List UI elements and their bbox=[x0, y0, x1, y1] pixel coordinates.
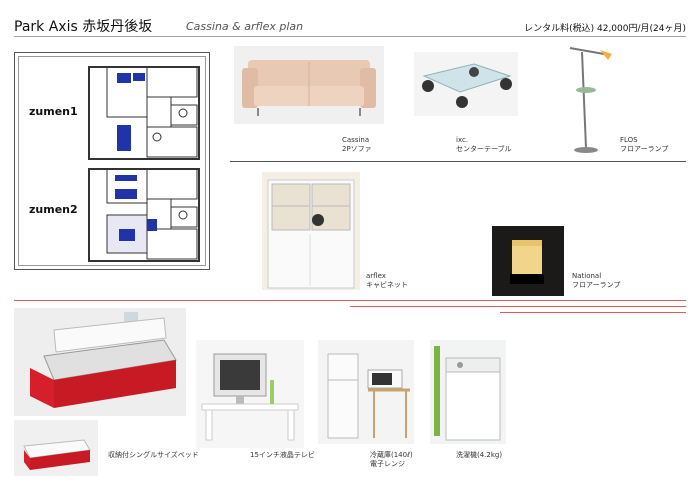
floorplan-label-1: zumen1 bbox=[29, 105, 78, 118]
center-table-image bbox=[414, 52, 518, 116]
floorplan-panel: zumen1 zumen2 bbox=[14, 52, 210, 270]
table-brand: ixc. bbox=[456, 136, 469, 144]
storage-bed-thumb bbox=[14, 420, 98, 476]
header-divider bbox=[14, 36, 686, 37]
fridge-microwave-image bbox=[318, 340, 414, 444]
table-name: センターテーブル bbox=[456, 145, 512, 153]
bed-name: 収納付シングルサイズベッド bbox=[108, 451, 199, 459]
national-lamp-image bbox=[492, 226, 564, 296]
floorplan-1 bbox=[88, 66, 200, 160]
section-divider-red-1 bbox=[14, 300, 686, 301]
floorplan-2 bbox=[88, 168, 200, 262]
plan-subtitle: Cassina & arflex plan bbox=[186, 20, 304, 33]
floorplan-label-2: zumen2 bbox=[29, 203, 78, 216]
middle-divider bbox=[230, 161, 686, 162]
cabinet-image bbox=[262, 172, 360, 290]
rental-price: レンタル料(税込) 42,000円/月(24ヶ月) bbox=[524, 24, 686, 34]
lcd-tv-image bbox=[196, 340, 304, 448]
sofa-name: 2Pソファ bbox=[342, 145, 372, 153]
section-divider-red-3 bbox=[500, 312, 686, 313]
flos-lamp-image bbox=[569, 47, 612, 153]
washing-machine-image bbox=[430, 340, 506, 444]
microwave-name: 電子レンジ bbox=[370, 460, 405, 468]
flos-brand: FLOS bbox=[620, 136, 638, 144]
sofa-image bbox=[234, 46, 384, 124]
page-title: Park Axis 赤坂丹後坂 bbox=[14, 19, 153, 35]
cabinet-name: キャビネット bbox=[366, 281, 408, 289]
section-divider-red-2 bbox=[350, 306, 686, 307]
storage-bed-image bbox=[14, 308, 186, 416]
cabinet-brand: arflex bbox=[366, 272, 386, 280]
washer-name: 洗濯機(4.2kg) bbox=[456, 451, 503, 459]
tv-name: 15インチ液晶テレビ bbox=[250, 451, 315, 459]
fridge-name: 冷蔵庫(140ℓ) bbox=[370, 451, 413, 459]
national-name: フロアーランプ bbox=[572, 281, 621, 289]
national-brand: National bbox=[572, 272, 602, 280]
flos-name: フロアーランプ bbox=[620, 145, 669, 153]
sofa-brand: Cassina bbox=[342, 136, 370, 144]
floorplan-panel-inner bbox=[18, 56, 206, 266]
